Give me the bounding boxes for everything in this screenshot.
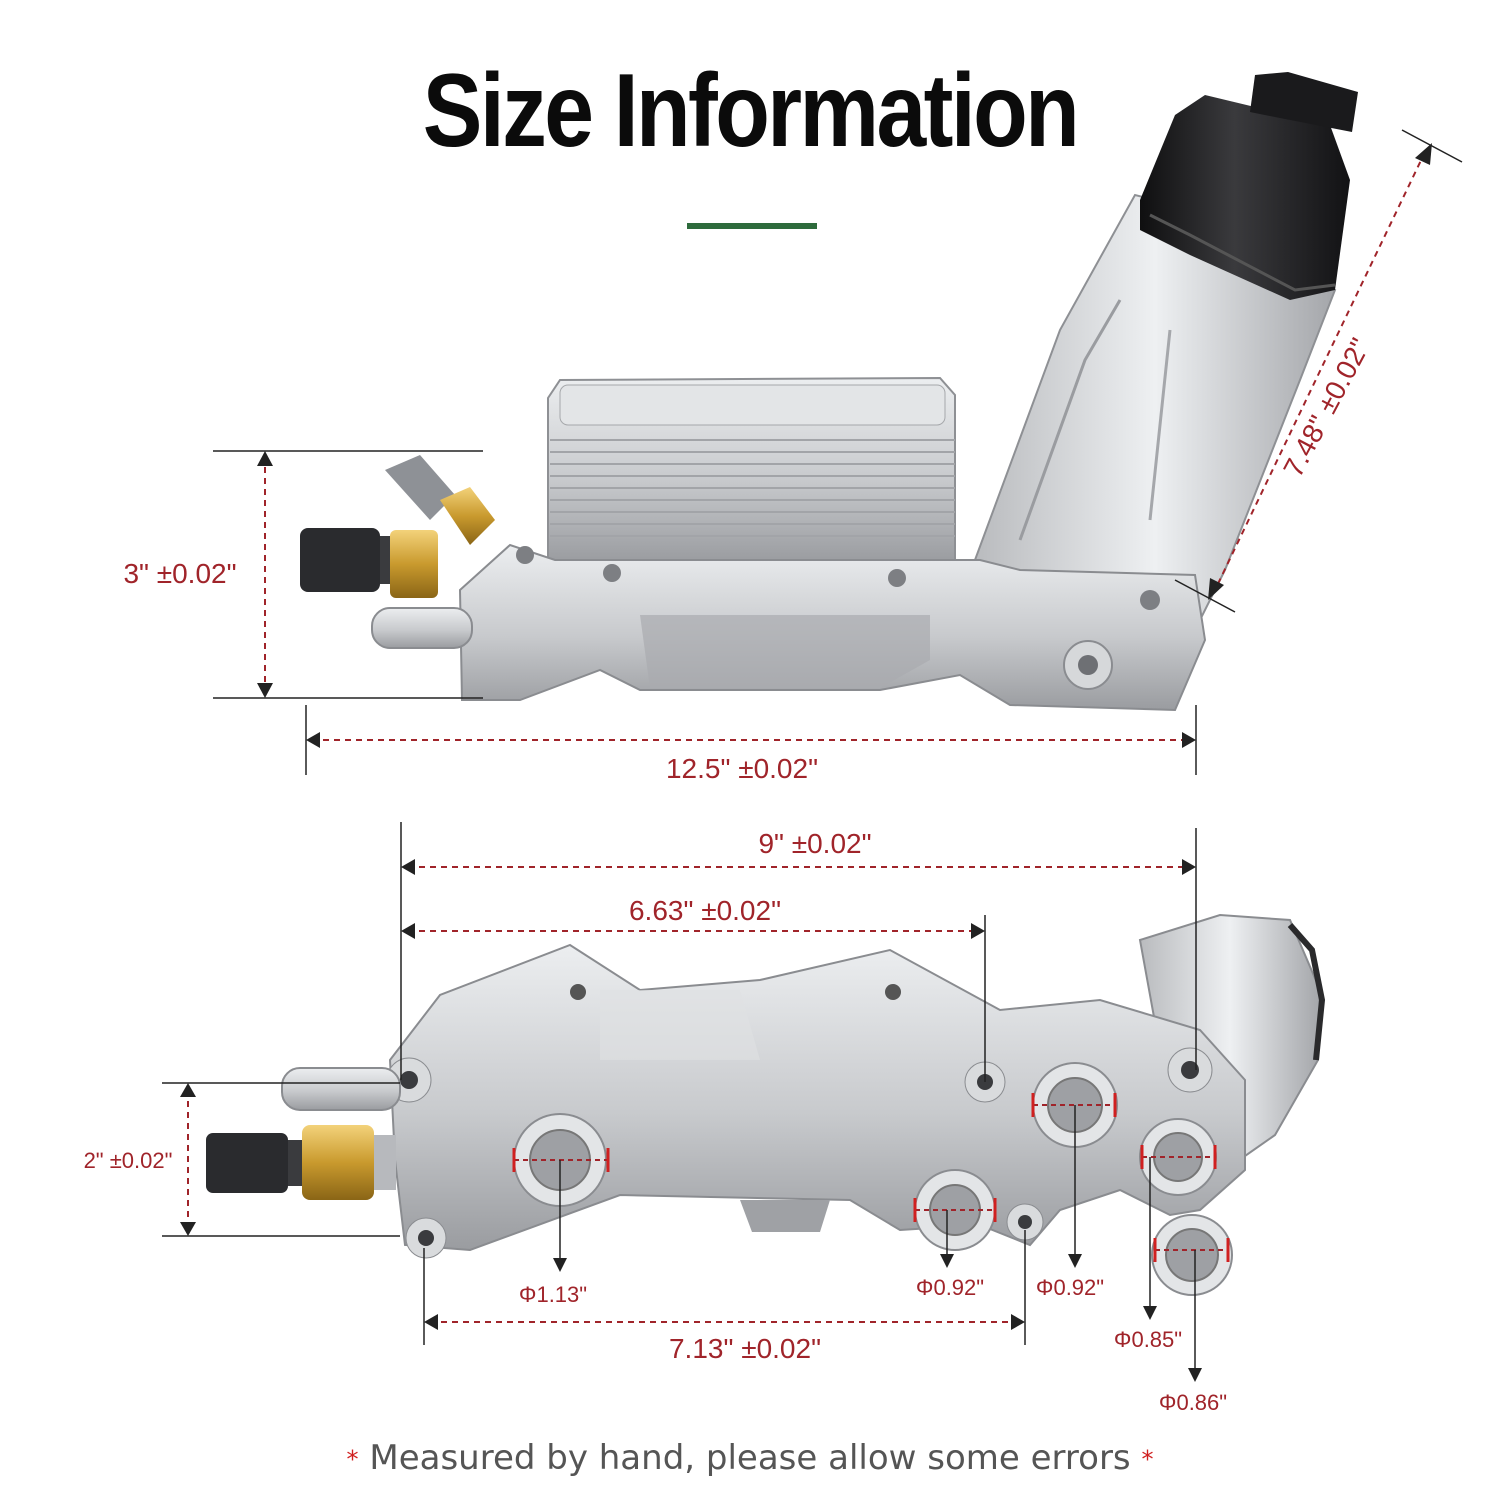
height-2in-label: 2ʺ ±0.02ʺ bbox=[84, 1148, 173, 1173]
coolant-pipe bbox=[371, 607, 473, 649]
pipe-bottom bbox=[281, 1067, 401, 1111]
port-diameter-label: Φ0.92ʺ bbox=[916, 1275, 984, 1300]
adapter-base bbox=[458, 543, 1207, 712]
accent-bar bbox=[687, 223, 817, 229]
star-icon: * bbox=[346, 1445, 359, 1474]
height-3in-label: 3ʺ ±0.02ʺ bbox=[123, 558, 236, 589]
oil-cooler bbox=[547, 376, 956, 564]
span-9in-label: 9ʺ ±0.02ʺ bbox=[758, 828, 871, 859]
port-diameter-label: Φ0.86ʺ bbox=[1159, 1390, 1227, 1415]
page-title: Size Information bbox=[422, 53, 1080, 169]
port-diameter-label: Φ0.85ʺ bbox=[1114, 1327, 1182, 1352]
top-dimensions bbox=[213, 129, 1463, 775]
span-7-13in-label: 7.13ʺ ±0.02ʺ bbox=[669, 1333, 821, 1364]
footnote-text: Measured by hand, please allow some erro… bbox=[369, 1438, 1131, 1478]
filter-cap bbox=[1140, 72, 1358, 300]
sensor-bottom bbox=[206, 1125, 396, 1200]
sensor-connector bbox=[300, 455, 495, 598]
footnote: * Measured by hand, please allow some er… bbox=[0, 1438, 1500, 1478]
top-view-part bbox=[300, 72, 1358, 712]
length-12-5in-label: 12.5ʺ ±0.02ʺ bbox=[666, 753, 818, 784]
span-6-63in-label: 6.63ʺ ±0.02ʺ bbox=[629, 895, 781, 926]
bottom-dimensions bbox=[162, 822, 1230, 1382]
port-diameter-label: Φ0.92ʺ bbox=[1036, 1275, 1104, 1300]
port-diameter-label: Φ1.13ʺ bbox=[519, 1282, 587, 1307]
star-icon: * bbox=[1141, 1445, 1154, 1474]
